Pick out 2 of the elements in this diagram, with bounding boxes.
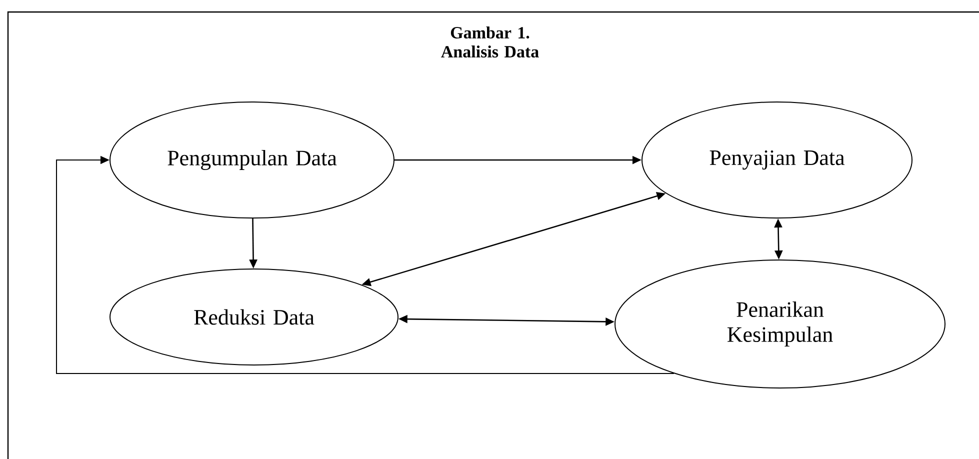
arrow	[56, 156, 674, 374]
title: Gambar 1. Analisis Data	[441, 26, 539, 58]
